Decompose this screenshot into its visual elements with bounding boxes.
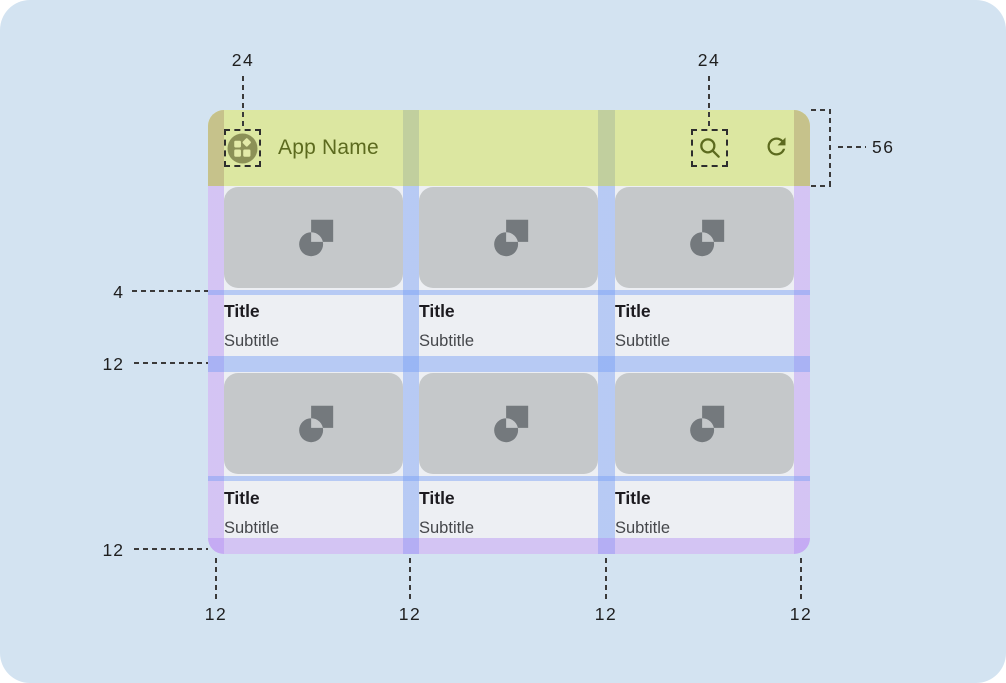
card-text-block: Title Subtitle [224, 481, 403, 539]
measurement-line [605, 558, 607, 600]
search-icon [699, 138, 720, 158]
measurement-label-app-bar-height: 56 [872, 137, 895, 157]
measurement-line [708, 76, 710, 128]
image-placeholder-icon [298, 405, 333, 442]
card-image[interactable] [419, 187, 598, 288]
card-subtitle: Subtitle [419, 519, 475, 537]
search-button[interactable] [691, 129, 728, 167]
measurement-line [800, 558, 802, 600]
card-subtitle: Subtitle [419, 332, 475, 350]
card-title: Title [615, 301, 651, 321]
card-text-block: Title Subtitle [419, 294, 598, 352]
app-bar-title: App Name [278, 136, 379, 159]
column-gutter-band [598, 110, 615, 554]
measurement-line [242, 76, 244, 128]
measurement-label-action-icon: 24 [697, 50, 721, 70]
nav-icon-bounds[interactable] [224, 129, 261, 167]
image-placeholder-icon [689, 219, 724, 256]
image-placeholder-icon [298, 219, 333, 256]
card-text-block: Title Subtitle [224, 294, 403, 352]
card-title: Title [419, 301, 455, 321]
measurement-label-nav-icon: 24 [231, 50, 255, 70]
refresh-icon [767, 137, 786, 156]
card-image[interactable] [615, 187, 794, 288]
measurement-line [215, 558, 217, 600]
card-subtitle: Subtitle [224, 332, 280, 350]
card-text-block: Title Subtitle [615, 294, 794, 352]
image-text-gap-band [208, 476, 810, 481]
card-image[interactable] [224, 373, 403, 474]
right-margin-band [794, 110, 810, 554]
image-placeholder-icon [493, 219, 528, 256]
measurement-label-margin: 12 [789, 604, 813, 624]
dashboard-icon [227, 133, 258, 163]
measurement-label-margin: 12 [204, 604, 228, 624]
card-text-block: Title Subtitle [419, 481, 598, 539]
measurement-line [132, 290, 208, 292]
measurement-label-gap: 4 [113, 282, 124, 302]
card-image[interactable] [615, 373, 794, 474]
image-placeholder-icon [493, 405, 528, 442]
measurement-label-gutter: 12 [398, 604, 422, 624]
row-gutter-band [208, 356, 810, 372]
measurement-label-gutter: 12 [594, 604, 618, 624]
image-placeholder-icon [689, 405, 724, 442]
card-title: Title [224, 488, 260, 508]
bottom-margin-band [208, 538, 810, 554]
left-margin-band [208, 110, 224, 554]
card-title: Title [615, 488, 651, 508]
card-image[interactable] [419, 373, 598, 474]
card-title: Title [224, 301, 260, 321]
refresh-button[interactable] [763, 133, 790, 160]
measurement-bracket [811, 109, 831, 111]
card-subtitle: Subtitle [224, 519, 280, 537]
image-text-gap-band [208, 290, 810, 295]
measurement-line [409, 558, 411, 600]
column-gutter-band [403, 110, 419, 554]
card-title: Title [419, 488, 455, 508]
card-image[interactable] [224, 187, 403, 288]
card-text-block: Title Subtitle [615, 481, 794, 539]
measurement-label-bottom-margin: 12 [102, 540, 124, 560]
measurement-line [134, 362, 208, 364]
measurement-line [134, 548, 208, 550]
card-subtitle: Subtitle [615, 519, 671, 537]
measurement-bracket [829, 109, 831, 187]
measurement-bracket [811, 185, 831, 187]
measurement-label-row-gutter: 12 [102, 354, 124, 374]
card-subtitle: Subtitle [615, 332, 671, 350]
app-mockup: App Name [208, 110, 810, 554]
top-app-bar: App Name [208, 110, 810, 186]
measurement-line [838, 146, 866, 148]
